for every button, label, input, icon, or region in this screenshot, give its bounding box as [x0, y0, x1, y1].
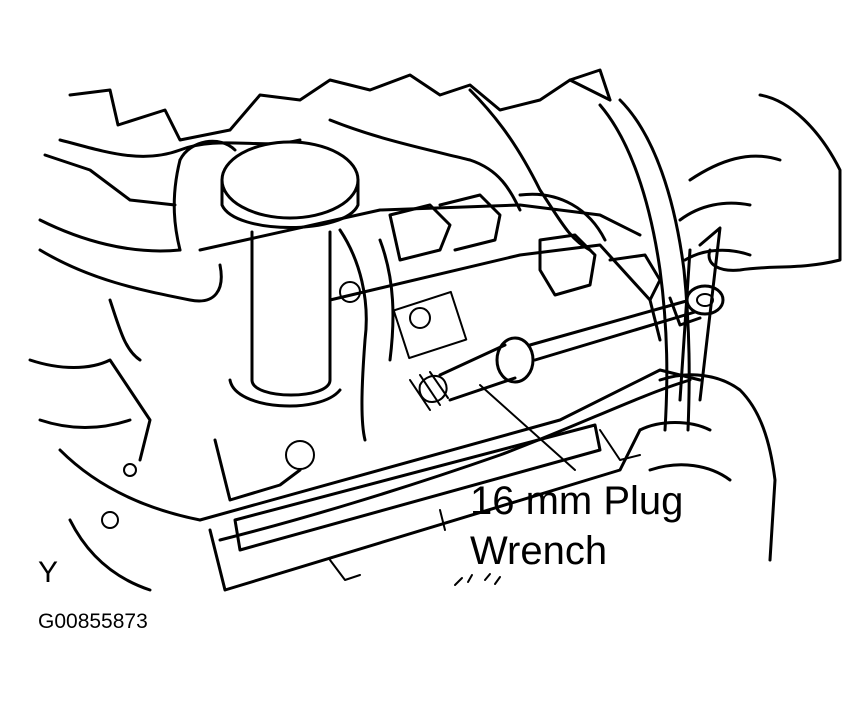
oil-filler-cap	[213, 140, 360, 502]
plug-wrench-label: 16 mm Plug Wrench	[470, 476, 683, 576]
left-hose	[38, 139, 237, 303]
lower-details	[329, 429, 641, 586]
hands	[638, 93, 842, 562]
plug-wrench-label-line1: 16 mm Plug	[470, 479, 684, 523]
left-engine-parts	[28, 298, 202, 592]
cylinder-head-cover	[198, 203, 702, 592]
corner-mark: Y	[38, 556, 59, 589]
figure-id: G00855873	[38, 610, 148, 633]
plug-wrench-label-line2: Wrench	[470, 529, 608, 573]
plug-wrench-tool	[409, 226, 725, 411]
upper-hoses	[43, 68, 691, 432]
callout-leader	[479, 384, 576, 471]
ignition-coils	[338, 193, 662, 442]
